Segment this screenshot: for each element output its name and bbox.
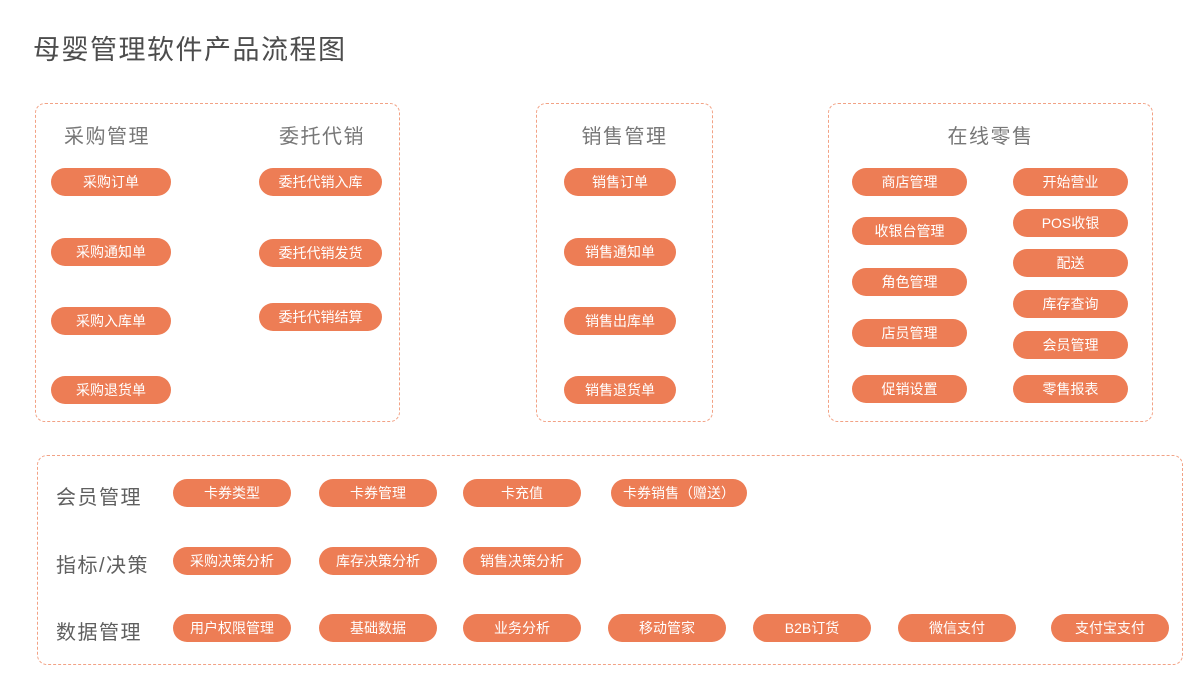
flow-node: 微信支付 xyxy=(898,614,1016,642)
flow-node: 收银台管理 xyxy=(852,217,967,245)
flow-node: 支付宝支付 xyxy=(1051,614,1169,642)
flow-node: 卡券销售（赠送） xyxy=(611,479,747,507)
flow-node: 角色管理 xyxy=(852,268,967,296)
flow-node: B2B订货 xyxy=(753,614,871,642)
row-label-membership: 会员管理 xyxy=(56,487,142,509)
flow-node: 会员管理 xyxy=(1013,331,1128,359)
panel-purchase-consignment: 采购管理 委托代销 采购订单 采购通知单 采购入库单 采购退货单 委托代销入库 … xyxy=(35,103,400,422)
header-online-retail: 在线零售 xyxy=(947,126,1034,148)
flow-node: 配送 xyxy=(1013,249,1128,277)
panel-bottom: 会员管理 卡券类型 卡券管理 卡充值 卡券销售（赠送） 指标/决策 采购决策分析… xyxy=(37,455,1183,665)
flow-node: 采购入库单 xyxy=(51,307,171,335)
flow-node: POS收银 xyxy=(1013,209,1128,237)
flow-node: 库存决策分析 xyxy=(319,547,437,575)
flow-node: 店员管理 xyxy=(852,319,967,347)
flow-node: 销售决策分析 xyxy=(463,547,581,575)
flow-node: 采购订单 xyxy=(51,168,171,196)
flow-node: 卡充值 xyxy=(463,479,581,507)
header-consignment: 委托代销 xyxy=(279,126,365,148)
flow-node: 用户权限管理 xyxy=(173,614,291,642)
flow-node: 委托代销发货 xyxy=(259,239,382,267)
flow-node: 库存查询 xyxy=(1013,290,1128,318)
flow-node: 促销设置 xyxy=(852,375,967,403)
panel-online-retail: 在线零售 商店管理 收银台管理 角色管理 店员管理 促销设置 开始营业 POS收… xyxy=(828,103,1153,422)
flow-node: 销售订单 xyxy=(564,168,676,196)
flow-node: 委托代销结算 xyxy=(259,303,382,331)
flow-node: 业务分析 xyxy=(463,614,581,642)
flow-node: 商店管理 xyxy=(852,168,967,196)
row-label-metrics: 指标/决策 xyxy=(56,555,150,577)
flow-node: 采购决策分析 xyxy=(173,547,291,575)
flow-node: 销售退货单 xyxy=(564,376,676,404)
header-purchase: 采购管理 xyxy=(64,126,150,148)
flow-node: 销售出库单 xyxy=(564,307,676,335)
flow-node: 卡券管理 xyxy=(319,479,437,507)
row-label-data: 数据管理 xyxy=(56,622,142,644)
flow-node: 基础数据 xyxy=(319,614,437,642)
flow-node: 移动管家 xyxy=(608,614,726,642)
page-title: 母婴管理软件产品流程图 xyxy=(33,35,347,65)
flow-node: 开始营业 xyxy=(1013,168,1128,196)
flow-node: 采购退货单 xyxy=(51,376,171,404)
panel-sales: 销售管理 销售订单 销售通知单 销售出库单 销售退货单 xyxy=(536,103,713,422)
flow-node: 零售报表 xyxy=(1013,375,1128,403)
flow-node: 销售通知单 xyxy=(564,238,676,266)
header-sales: 销售管理 xyxy=(581,126,668,148)
flow-node: 委托代销入库 xyxy=(259,168,382,196)
flow-node: 卡券类型 xyxy=(173,479,291,507)
flow-node: 采购通知单 xyxy=(51,238,171,266)
